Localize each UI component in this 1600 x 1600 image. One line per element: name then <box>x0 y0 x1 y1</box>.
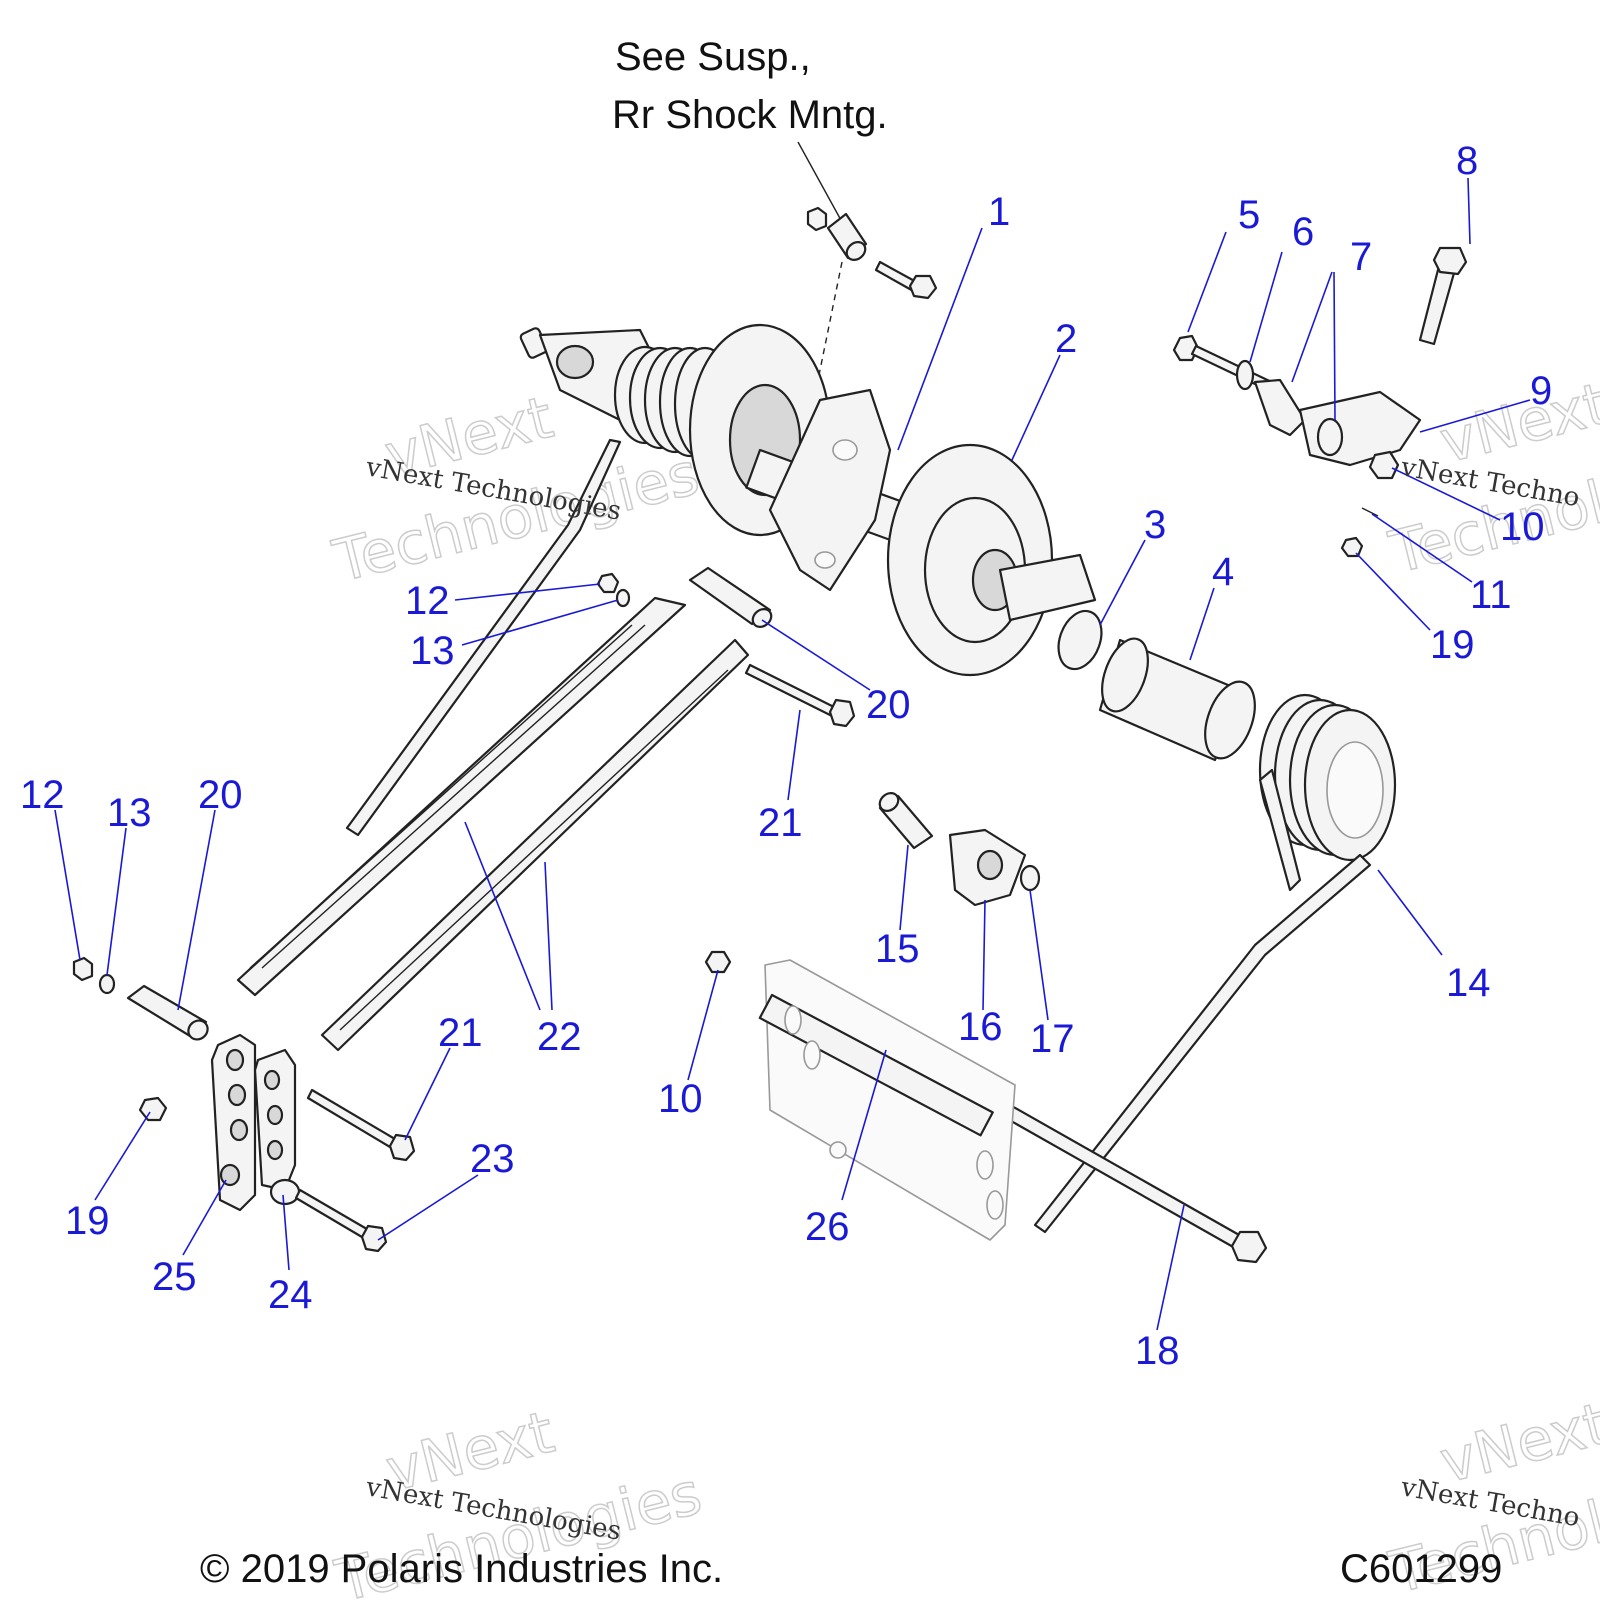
link-arm <box>253 1048 301 1206</box>
spacer-7 <box>1253 378 1307 437</box>
callout-13-lower: 13 <box>107 791 152 835</box>
callout-labels: 1 2 3 4 5 6 7 8 9 10 11 19 12 13 20 21 1… <box>20 139 1552 1373</box>
diagram-code: C601299 <box>1340 1547 1502 1591</box>
callout-23: 23 <box>470 1137 515 1181</box>
copyright-text: © 2019 Polaris Industries Inc. <box>200 1547 723 1591</box>
callout-12-upper: 12 <box>405 579 450 623</box>
pivot-arm-9 <box>1298 390 1422 467</box>
bolt-head-8 <box>1432 246 1468 276</box>
washer-upper <box>615 588 631 608</box>
shock-bolt <box>874 260 938 300</box>
callout-14: 14 <box>1446 961 1491 1005</box>
left-rod <box>345 438 622 837</box>
callout-21-lower: 21 <box>438 1011 483 1055</box>
right-bolt-assembly <box>1172 246 1468 558</box>
note-dashed-leader <box>817 261 843 381</box>
callout-26: 26 <box>805 1205 850 1249</box>
callout-20-lower: 20 <box>198 773 243 817</box>
note-line-1: See Susp., <box>615 35 811 79</box>
bolt-upper <box>744 663 856 728</box>
nut-upper <box>596 572 620 594</box>
callout-9: 9 <box>1530 369 1552 413</box>
washer-lower-left <box>98 973 116 995</box>
rear-shock-assembly <box>519 323 1097 677</box>
callout-13-upper: 13 <box>410 629 455 673</box>
nut-lower-left-2 <box>138 1096 168 1122</box>
bushing-upper <box>688 566 773 628</box>
callout-6: 6 <box>1292 210 1314 254</box>
note-line-2: Rr Shock Mntg. <box>612 93 888 137</box>
o-ring <box>1057 609 1103 671</box>
callout-17: 17 <box>1030 1017 1075 1061</box>
bolt-lower-1 <box>306 1088 416 1162</box>
pivot-block <box>948 828 1027 907</box>
callout-12-lower: 12 <box>20 773 65 817</box>
callout-1: 1 <box>988 190 1010 234</box>
callout-11: 11 <box>1470 573 1512 617</box>
leader-lines <box>54 177 1531 1331</box>
bushing-center <box>878 792 934 850</box>
bolt-8 <box>1418 260 1458 346</box>
callout-5: 5 <box>1238 193 1260 237</box>
washer-6 <box>1235 359 1255 391</box>
link-plate <box>210 1033 257 1212</box>
watermark-outline-text: vNext <box>1434 1389 1600 1496</box>
spring-tube <box>1098 637 1256 762</box>
shock-mount-hardware <box>806 206 938 300</box>
nut-10 <box>1368 450 1400 480</box>
nut-19-right <box>1340 536 1364 558</box>
callout-16: 16 <box>958 1005 1003 1049</box>
slotted-rail-upper <box>236 596 687 997</box>
callout-2: 2 <box>1055 317 1077 361</box>
callout-8: 8 <box>1456 139 1478 183</box>
callout-3: 3 <box>1144 503 1166 547</box>
note-leader <box>797 141 843 223</box>
callout-21-upper: 21 <box>758 801 803 845</box>
watermark-outline-text: vNext <box>1434 369 1600 476</box>
callout-24: 24 <box>268 1273 313 1317</box>
torsion-spring <box>1033 693 1397 1234</box>
long-bolt <box>1002 1103 1268 1264</box>
nut-lower-left <box>72 956 94 982</box>
shock-bushing <box>826 212 868 261</box>
small-o-ring <box>1019 864 1041 892</box>
callout-7: 7 <box>1350 235 1372 279</box>
bushing-lower-left <box>126 984 209 1041</box>
callout-10-upper: 10 <box>1500 505 1545 549</box>
callout-4: 4 <box>1212 550 1234 594</box>
nut-center <box>704 950 732 974</box>
slotted-rail-lower <box>320 638 750 1052</box>
callout-18: 18 <box>1135 1329 1180 1373</box>
spacer-ring-7 <box>1316 417 1344 457</box>
callout-25: 25 <box>152 1255 197 1299</box>
shock-nut <box>806 206 828 232</box>
callout-19-upper: 19 <box>1430 623 1475 667</box>
rear-frame-bracket <box>758 959 1016 1241</box>
callout-20-upper: 20 <box>866 683 911 727</box>
callout-22: 22 <box>537 1015 582 1059</box>
callout-19-lower: 19 <box>65 1199 110 1243</box>
pin-11 <box>1361 507 1379 517</box>
bolt-lower-2 <box>294 1188 388 1253</box>
callout-10-lower: 10 <box>658 1077 703 1121</box>
callout-15: 15 <box>875 927 920 971</box>
